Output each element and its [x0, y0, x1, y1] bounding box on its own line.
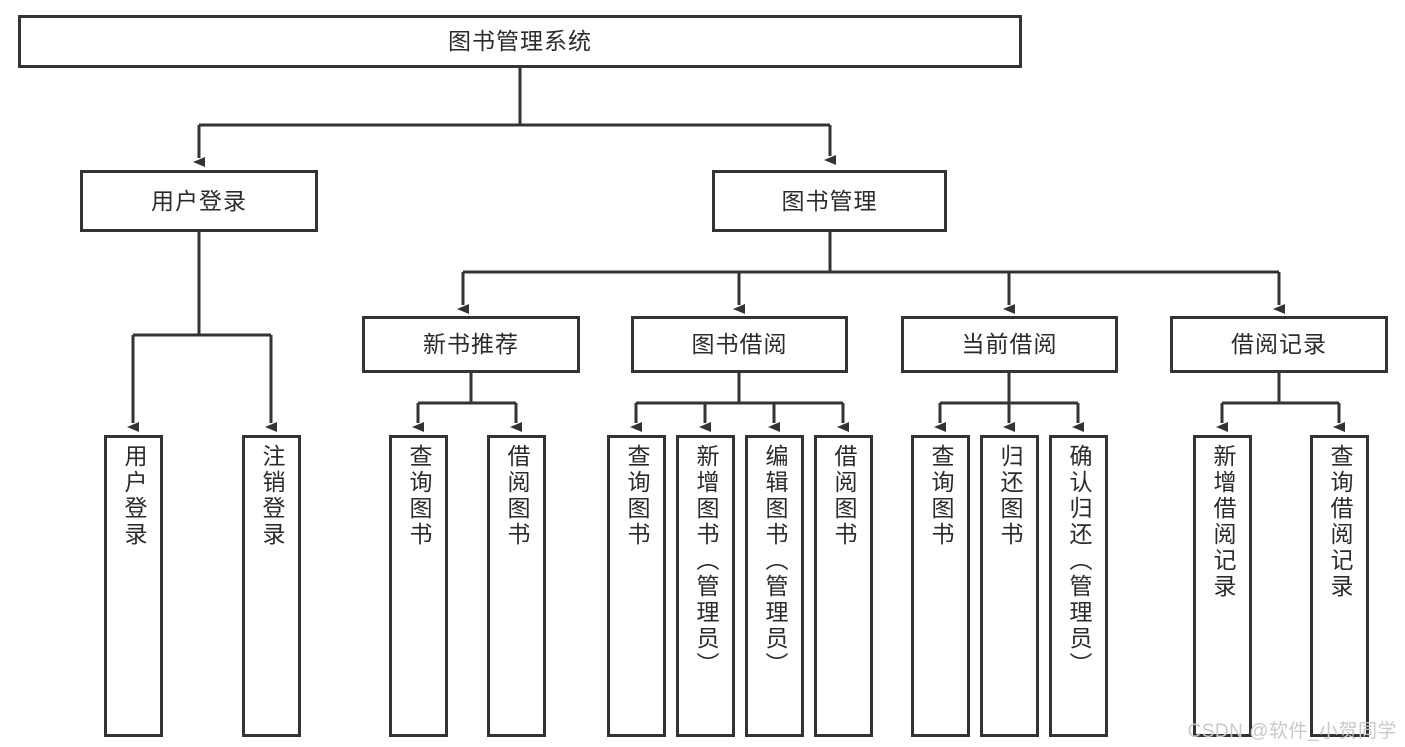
- leaf-current-borrow-return[interactable]: 归还图书: [980, 435, 1039, 737]
- node-user-login[interactable]: 用户登录: [80, 170, 318, 232]
- leaf-new-book-borrow[interactable]: 借阅图书: [487, 435, 546, 737]
- leaf-book-borrow-add-label: 新增图书（管理员）: [693, 444, 719, 678]
- node-current-borrow[interactable]: 当前借阅: [901, 316, 1118, 373]
- leaf-borrow-record-add[interactable]: 新增借阅记录: [1193, 435, 1252, 737]
- leaf-user-login-login[interactable]: 用户登录: [104, 435, 163, 737]
- node-book-borrow[interactable]: 图书借阅: [631, 316, 848, 373]
- leaf-current-borrow-query-label: 查询图书: [928, 444, 954, 548]
- leaf-borrow-record-query-label: 查询借阅记录: [1327, 444, 1353, 600]
- node-book-manage-label: 图书管理: [781, 187, 878, 214]
- leaf-borrow-record-add-label: 新增借阅记录: [1210, 444, 1236, 600]
- leaf-book-borrow-borrow-label: 借阅图书: [831, 444, 857, 548]
- leaf-new-book-borrow-label: 借阅图书: [504, 444, 530, 548]
- leaf-current-borrow-return-label: 归还图书: [997, 444, 1023, 548]
- leaf-book-borrow-query[interactable]: 查询图书: [607, 435, 666, 737]
- node-borrow-record-label: 借阅记录: [1231, 331, 1327, 358]
- node-user-login-label: 用户登录: [151, 187, 247, 214]
- leaf-book-borrow-edit[interactable]: 编辑图书（管理员）: [745, 435, 804, 737]
- leaf-current-borrow-query[interactable]: 查询图书: [911, 435, 970, 737]
- leaf-book-borrow-add[interactable]: 新增图书（管理员）: [676, 435, 735, 737]
- node-borrow-record[interactable]: 借阅记录: [1170, 316, 1388, 373]
- leaf-new-book-query[interactable]: 查询图书: [389, 435, 448, 737]
- csdn-watermark: CSDN @软件_小贺同学: [1187, 721, 1397, 742]
- leaf-book-borrow-query-label: 查询图书: [624, 444, 650, 548]
- leaf-current-borrow-confirm-label: 确认归还（管理员）: [1066, 444, 1092, 678]
- node-book-manage[interactable]: 图书管理: [712, 170, 947, 232]
- node-root-system-label: 图书管理系统: [448, 28, 592, 55]
- leaf-user-login-logout[interactable]: 注销登录: [242, 435, 301, 737]
- leaf-user-login-logout-label: 注销登录: [259, 444, 285, 548]
- leaf-borrow-record-query[interactable]: 查询借阅记录: [1310, 435, 1369, 737]
- node-new-book-recommend[interactable]: 新书推荐: [362, 316, 580, 373]
- node-new-book-recommend-label: 新书推荐: [423, 331, 519, 358]
- leaf-book-borrow-edit-label: 编辑图书（管理员）: [762, 444, 788, 678]
- leaf-user-login-login-label: 用户登录: [121, 444, 147, 548]
- node-book-borrow-label: 图书借阅: [691, 331, 788, 358]
- leaf-current-borrow-confirm[interactable]: 确认归还（管理员）: [1049, 435, 1108, 737]
- leaf-new-book-query-label: 查询图书: [406, 444, 432, 548]
- leaf-book-borrow-borrow[interactable]: 借阅图书: [814, 435, 873, 737]
- node-current-borrow-label: 当前借阅: [961, 331, 1058, 358]
- node-root-system[interactable]: 图书管理系统: [18, 15, 1022, 68]
